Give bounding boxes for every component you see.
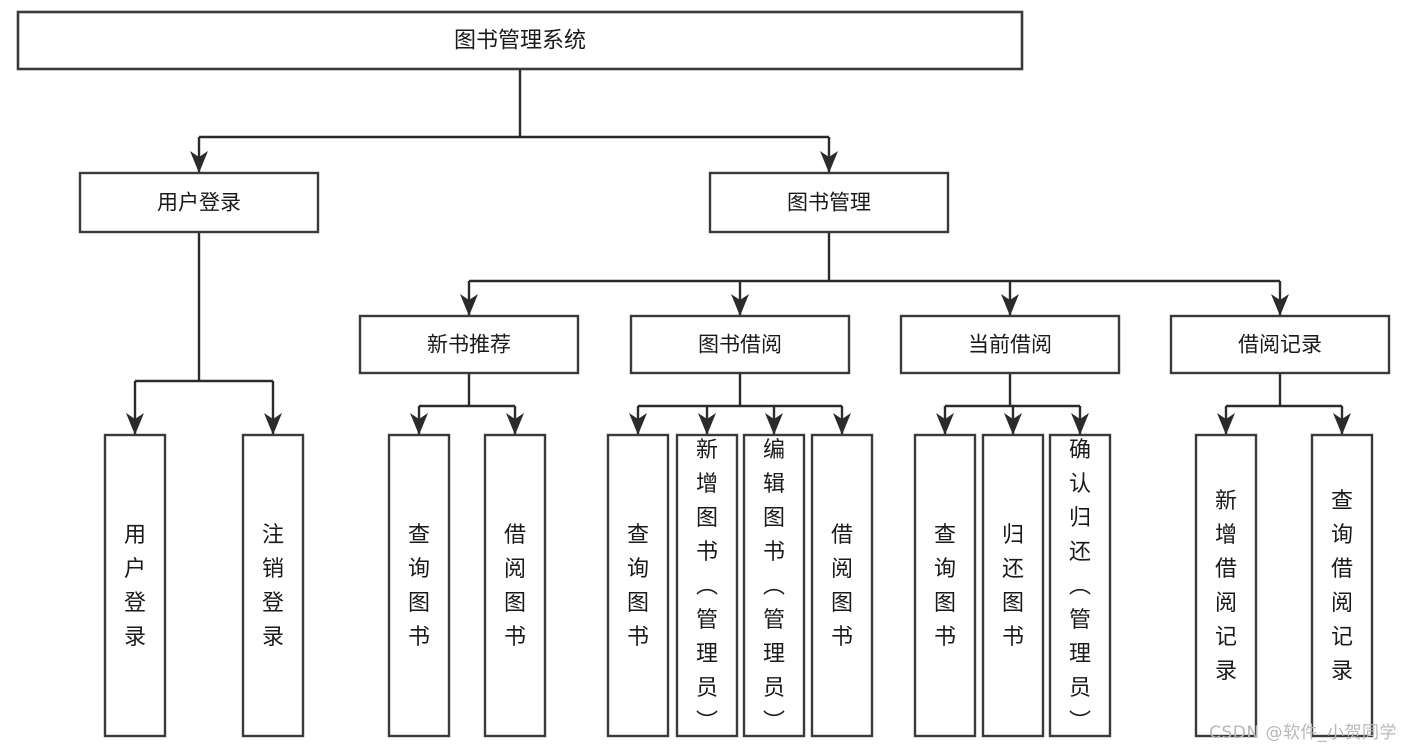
node-borrow-record[interactable]: 借阅记录 — [1169, 314, 1391, 375]
node-label: 查询借阅记录 — [1331, 489, 1353, 684]
node-leaf-edit-book-admin[interactable]: 编辑图书︵管理员︶ — [742, 433, 806, 738]
arrowhead-icon — [1333, 413, 1351, 435]
node-box — [810, 433, 874, 738]
arrowhead-icon — [698, 413, 716, 435]
conn-borrowrecord-to-leaves — [1217, 373, 1351, 435]
node-box — [1169, 314, 1391, 375]
node-leaf-borrow-book-2[interactable]: 借阅图书 — [810, 433, 874, 738]
arrowhead-icon — [936, 413, 954, 435]
arrowhead-icon — [190, 151, 208, 173]
connectors-layer — [126, 69, 1351, 435]
node-user-login[interactable]: 用户登录 — [78, 171, 320, 234]
node-box — [483, 433, 547, 738]
node-box — [1194, 433, 1258, 738]
node-box — [981, 433, 1045, 738]
node-new-book-recommend[interactable]: 新书推荐 — [358, 314, 580, 375]
node-leaf-return-book[interactable]: 归还图书 — [981, 433, 1045, 738]
node-box — [629, 314, 851, 375]
node-label: 用户登录 — [124, 523, 146, 650]
node-book-management[interactable]: 图书管理 — [708, 171, 950, 234]
node-label: 借阅图书 — [504, 523, 526, 650]
node-label: 新增借阅记录 — [1215, 489, 1237, 684]
node-label: 编辑图书︵管理员︶ — [763, 438, 785, 735]
node-box — [16, 10, 1024, 71]
node-current-borrow[interactable]: 当前借阅 — [899, 314, 1121, 375]
node-label: 当前借阅 — [968, 333, 1052, 357]
node-leaf-query-book-1[interactable]: 查询图书 — [387, 433, 451, 738]
node-root[interactable]: 图书管理系统 — [16, 10, 1024, 71]
arrowhead-icon — [1217, 413, 1235, 435]
node-box — [1310, 433, 1374, 738]
node-box — [358, 314, 580, 375]
node-label: 查询图书 — [934, 523, 956, 650]
arrowhead-icon — [506, 413, 524, 435]
node-box — [675, 433, 739, 738]
node-box — [387, 433, 451, 738]
arrowhead-icon — [126, 413, 144, 435]
node-label: 图书管理 — [787, 191, 871, 215]
conn-bookmgmt-to-level2 — [460, 232, 1289, 316]
node-leaf-query-borrow-record[interactable]: 查询借阅记录 — [1310, 433, 1374, 738]
arrowhead-icon — [1271, 294, 1289, 316]
arrowhead-icon — [460, 294, 478, 316]
node-leaf-query-book-3[interactable]: 查询图书 — [913, 433, 977, 738]
arrowhead-icon — [264, 413, 282, 435]
node-box — [606, 433, 670, 738]
node-label: 借阅图书 — [831, 523, 853, 650]
node-label: 借阅记录 — [1238, 333, 1322, 357]
node-leaf-add-borrow-record[interactable]: 新增借阅记录 — [1194, 433, 1258, 738]
conn-root-to-level1 — [190, 69, 838, 173]
node-leaf-borrow-book-1[interactable]: 借阅图书 — [483, 433, 547, 738]
arrowhead-icon — [629, 413, 647, 435]
node-label: 查询图书 — [408, 523, 430, 650]
node-label: 注销登录 — [262, 523, 284, 650]
node-box — [241, 433, 305, 738]
arrowhead-icon — [1004, 413, 1022, 435]
boxes-layer: 图书管理系统用户登录图书管理新书推荐图书借阅当前借阅借阅记录用户登录注销登录查询… — [16, 10, 1391, 738]
node-label: 用户登录 — [157, 191, 241, 215]
node-label: 确认归还︵管理员︶ — [1069, 438, 1091, 735]
arrowhead-icon — [765, 413, 783, 435]
arrowhead-icon — [410, 413, 428, 435]
node-label: 归还图书 — [1002, 523, 1024, 650]
arrowhead-icon — [833, 413, 851, 435]
arrowhead-icon — [1001, 294, 1019, 316]
conn-currentborrow-to-leaves — [936, 373, 1089, 435]
node-box — [899, 314, 1121, 375]
node-label: 新增图书︵管理员︶ — [696, 438, 718, 735]
node-leaf-confirm-return-admin[interactable]: 确认归还︵管理员︶ — [1048, 433, 1112, 738]
arrowhead-icon — [731, 294, 749, 316]
node-leaf-user-login[interactable]: 用户登录 — [103, 433, 167, 738]
node-box — [78, 171, 320, 234]
node-leaf-logout[interactable]: 注销登录 — [241, 433, 305, 738]
node-leaf-add-book-admin[interactable]: 新增图书︵管理员︶ — [675, 433, 739, 738]
conn-newbook-to-leaves — [410, 373, 524, 435]
node-label: 图书管理系统 — [454, 29, 586, 54]
node-box — [742, 433, 806, 738]
node-label: 查询图书 — [627, 523, 649, 650]
arrowhead-icon — [1071, 413, 1089, 435]
node-box — [913, 433, 977, 738]
node-box — [103, 433, 167, 738]
node-book-borrow[interactable]: 图书借阅 — [629, 314, 851, 375]
conn-userlogin-to-leaves — [126, 232, 282, 435]
arrowhead-icon — [820, 151, 838, 173]
conn-bookborrow-to-leaves — [629, 373, 851, 435]
node-box — [1048, 433, 1112, 738]
node-box — [708, 171, 950, 234]
node-label: 图书借阅 — [698, 333, 782, 357]
node-label: 新书推荐 — [427, 333, 511, 357]
node-leaf-query-book-2[interactable]: 查询图书 — [606, 433, 670, 738]
